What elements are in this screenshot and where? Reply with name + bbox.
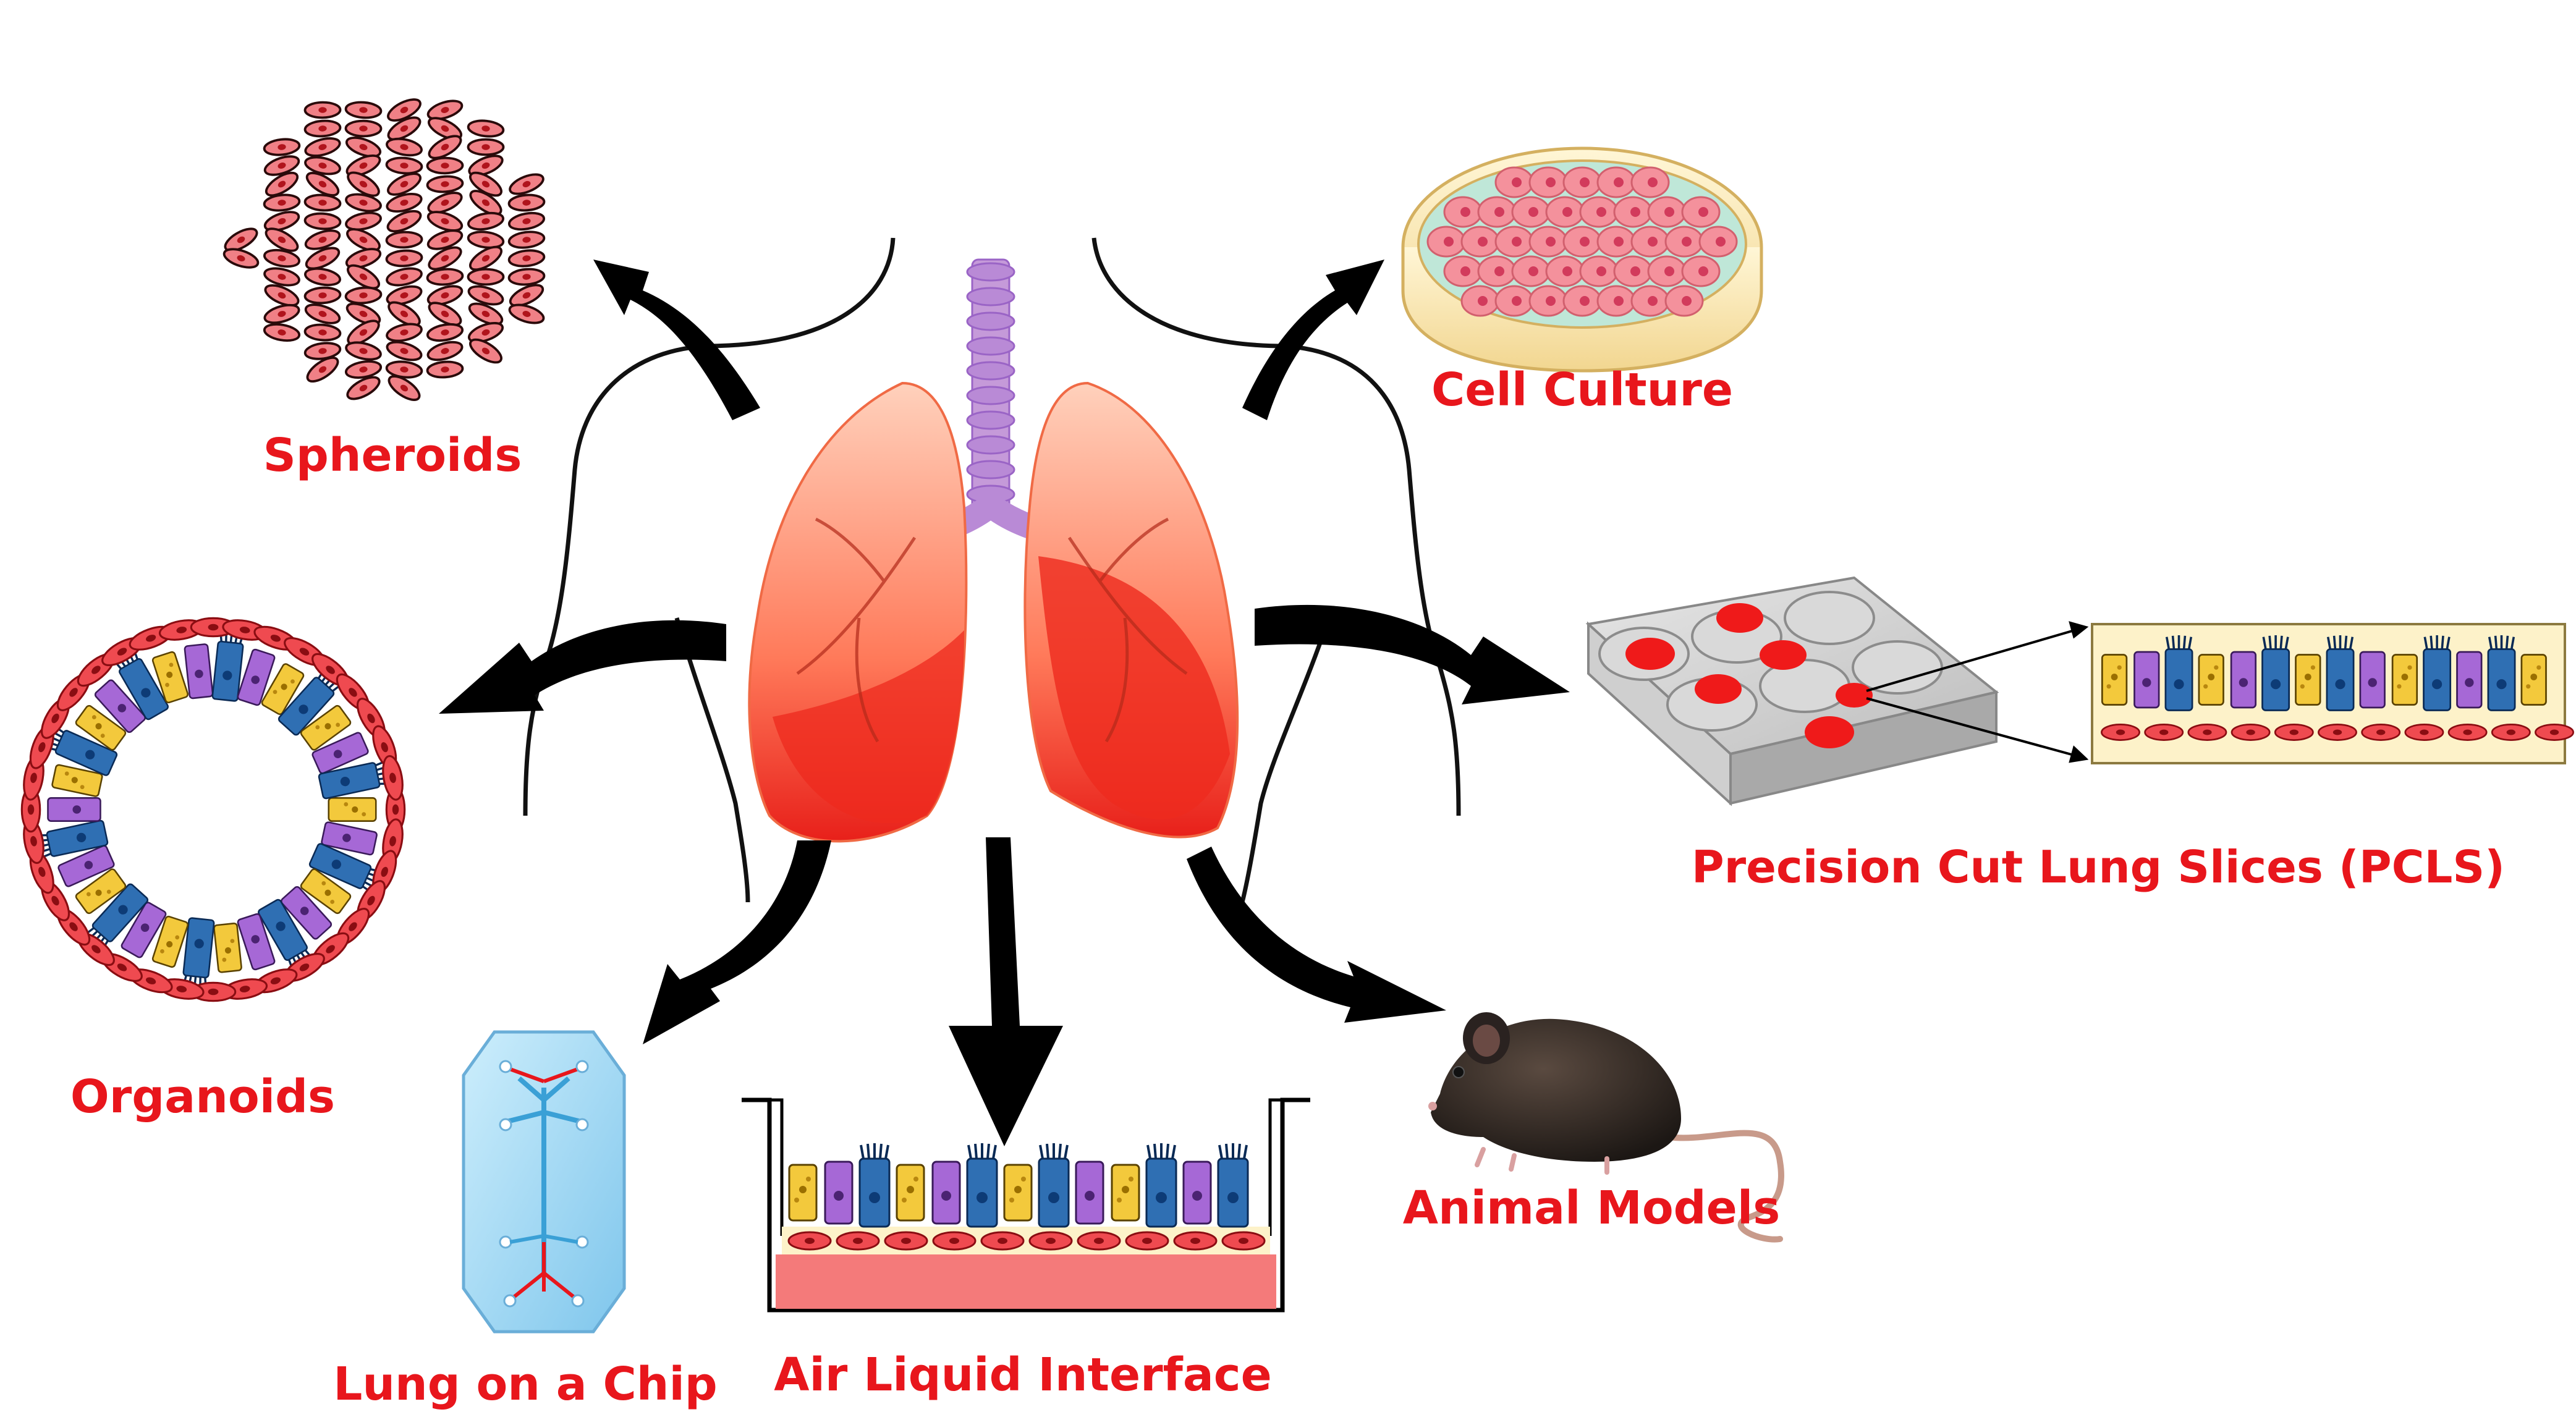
label-pcls: Precision Cut Lung Slices (PCLS) <box>1692 841 2505 893</box>
arrow-organoids <box>439 620 726 714</box>
lungs-icon <box>748 258 1239 843</box>
label-lung-on-chip: Lung on a Chip <box>333 1358 718 1411</box>
label-spheroids: Spheroids <box>263 429 522 482</box>
pcls-tissue-section <box>2091 623 2574 764</box>
arrow-animal <box>1187 847 1446 1023</box>
petri-dish-icon <box>1401 146 1763 373</box>
arrows <box>439 260 1570 1146</box>
well-plate-icon <box>1585 576 2089 806</box>
transwell-ali-icon <box>742 1097 1310 1313</box>
mouse-icon <box>1428 1012 1784 1243</box>
arrow-spheroids <box>593 260 760 420</box>
label-ali: Air Liquid Interface <box>774 1348 1272 1402</box>
arrow-chip <box>643 840 831 1044</box>
label-animal-models: Animal Models <box>1403 1182 1781 1235</box>
arrow-ali <box>949 837 1063 1146</box>
arrow-cell-culture <box>1242 260 1384 420</box>
microfluidic-chip-icon <box>462 1030 626 1334</box>
organoid-icon <box>20 616 407 1003</box>
label-cell-culture: Cell Culture <box>1431 363 1733 417</box>
spheroid-icon <box>221 80 556 408</box>
arrow-pcls <box>1255 604 1570 704</box>
label-organoids: Organoids <box>70 1070 335 1123</box>
